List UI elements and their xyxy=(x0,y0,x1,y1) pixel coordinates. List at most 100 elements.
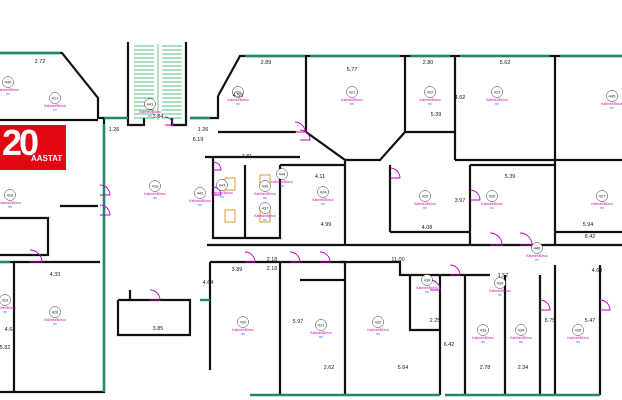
room-marker-20 xyxy=(259,202,271,214)
door-2 xyxy=(99,204,111,216)
dimension-label-31: 2.34 xyxy=(518,365,529,371)
room-type-16: Kabinet/Büroo xyxy=(472,336,494,340)
room-marker-2 xyxy=(149,180,161,192)
room-type-17: Kabinet/Büroo xyxy=(510,336,532,340)
walls xyxy=(0,42,622,395)
room-type-9: Kabinet/Büroo xyxy=(481,202,503,206)
room-number-10: 427 xyxy=(599,193,606,198)
room-marker-28 xyxy=(606,90,618,102)
door-4 xyxy=(294,121,306,133)
wall-10 xyxy=(190,96,220,120)
room-marker-26 xyxy=(216,179,228,191)
room-marker-22 xyxy=(494,277,506,289)
room-type-25: Kabinet/Büroo xyxy=(189,199,211,203)
dimension-label-32: 5.75 xyxy=(545,318,556,324)
room-number-1: 418 xyxy=(7,192,14,197)
staircase xyxy=(134,44,182,120)
dimension-label-27: 2.62 xyxy=(324,365,335,371)
dimension-label-36: 3.89 xyxy=(232,267,243,273)
room-number-0: 417 xyxy=(52,95,59,100)
room-number-26: 443 xyxy=(219,182,226,187)
room-type-21: Kabinet/Büroo xyxy=(416,286,438,290)
room-number-4: 421 xyxy=(349,89,356,94)
doors xyxy=(29,116,611,311)
room-area-18: m² xyxy=(576,340,581,344)
dimension-label-38: 4.59 xyxy=(233,93,244,99)
room-marker-10 xyxy=(596,190,608,202)
room-area-8: m² xyxy=(423,206,428,210)
logo-number: 20 xyxy=(2,122,39,163)
wall-11 xyxy=(217,54,308,132)
door-0 xyxy=(29,249,43,263)
room-type-8: Kabinet/Büroo xyxy=(414,202,436,206)
room-marker-24 xyxy=(144,98,156,110)
door-1 xyxy=(99,184,111,196)
dimension-label-26: 5.97 xyxy=(293,319,304,325)
wall-45 xyxy=(116,298,192,337)
room-number-7: 424 xyxy=(320,189,327,194)
dimension-label-16: 5.94 xyxy=(583,222,594,228)
wall-8 xyxy=(170,42,188,127)
room-area-3: m² xyxy=(236,102,241,106)
dimension-label-7: 1.26 xyxy=(198,127,209,133)
dimension-label-1: 2.89 xyxy=(261,60,272,66)
room-marker-4 xyxy=(346,86,358,98)
door-16 xyxy=(599,299,611,311)
dimension-label-9: 5.39 xyxy=(431,112,442,118)
wall-37 xyxy=(340,260,490,277)
room-type-14: Kabinet/Büroo xyxy=(310,331,332,335)
dimension-label-14: 3.97 xyxy=(455,198,466,204)
room-area-15: m² xyxy=(376,332,381,336)
room-marker-9 xyxy=(486,190,498,202)
room-area-28: m² xyxy=(610,106,615,110)
dimension-label-2: 5.77 xyxy=(347,67,358,73)
room-number-20: 437 xyxy=(262,205,269,210)
room-area-1: m² xyxy=(8,205,13,209)
room-type-6: Kabinet/Büroo xyxy=(486,98,508,102)
room-area-11: m² xyxy=(53,322,58,326)
room-type-1: Kabinet/Büroo xyxy=(0,201,21,205)
room-marker-13 xyxy=(237,316,249,328)
room-area-14: m² xyxy=(319,335,324,339)
room-markers: 417Kabinet/Büroom²418Kabinet/Büroom²419K… xyxy=(0,76,622,344)
room-number-12: 429 xyxy=(2,297,9,302)
room-type-7: Kabinet/Büroo xyxy=(312,198,334,202)
dimension-label-34: 5.82 xyxy=(0,345,10,351)
wc-fixture-1 xyxy=(224,209,236,223)
room-type-23: Kabinet/Büroo xyxy=(0,88,19,92)
dimension-label-39: 4.62 xyxy=(455,95,466,101)
wall-38 xyxy=(408,275,440,332)
room-type-20: Kabinet/Büroo xyxy=(254,214,276,218)
room-marker-12 xyxy=(0,294,11,306)
room-number-3: 420 xyxy=(235,89,242,94)
room-area-13: m² xyxy=(241,332,246,336)
door-12 xyxy=(319,251,331,263)
room-area-24: m² xyxy=(148,114,153,118)
room-area-25: m² xyxy=(198,203,203,207)
anniversary-logo: 20 AASTAT xyxy=(0,122,66,170)
room-marker-14 xyxy=(315,319,327,331)
room-marker-15 xyxy=(372,316,384,328)
room-marker-25 xyxy=(194,187,206,199)
room-area-6: m² xyxy=(495,102,500,106)
dimension-label-35: 4.64 xyxy=(203,280,214,286)
room-number-28: 445 xyxy=(609,93,616,98)
room-marker-16 xyxy=(477,324,489,336)
room-number-17: 434 xyxy=(518,327,525,332)
door-18 xyxy=(212,186,222,196)
dimension-label-6: 3.84 xyxy=(153,114,164,120)
dimension-label-10: 7.81 xyxy=(242,154,253,160)
room-number-24: 441 xyxy=(147,101,154,106)
room-marker-3 xyxy=(232,86,244,98)
room-area-22: m² xyxy=(498,293,503,297)
room-area-0: m² xyxy=(53,108,58,112)
room-marker-1 xyxy=(4,189,16,201)
door-6 xyxy=(389,167,401,179)
wall-13 xyxy=(306,54,557,160)
door-15 xyxy=(539,299,551,311)
dimension-label-19: 2.18 xyxy=(267,266,278,272)
room-type-13: Kabinet/Büroo xyxy=(232,328,254,332)
room-type-4: Kabinet/Büroo xyxy=(341,98,363,102)
dimension-label-8: 6.19 xyxy=(193,137,204,143)
room-type-10: Kabinet/Büroo xyxy=(591,202,613,206)
